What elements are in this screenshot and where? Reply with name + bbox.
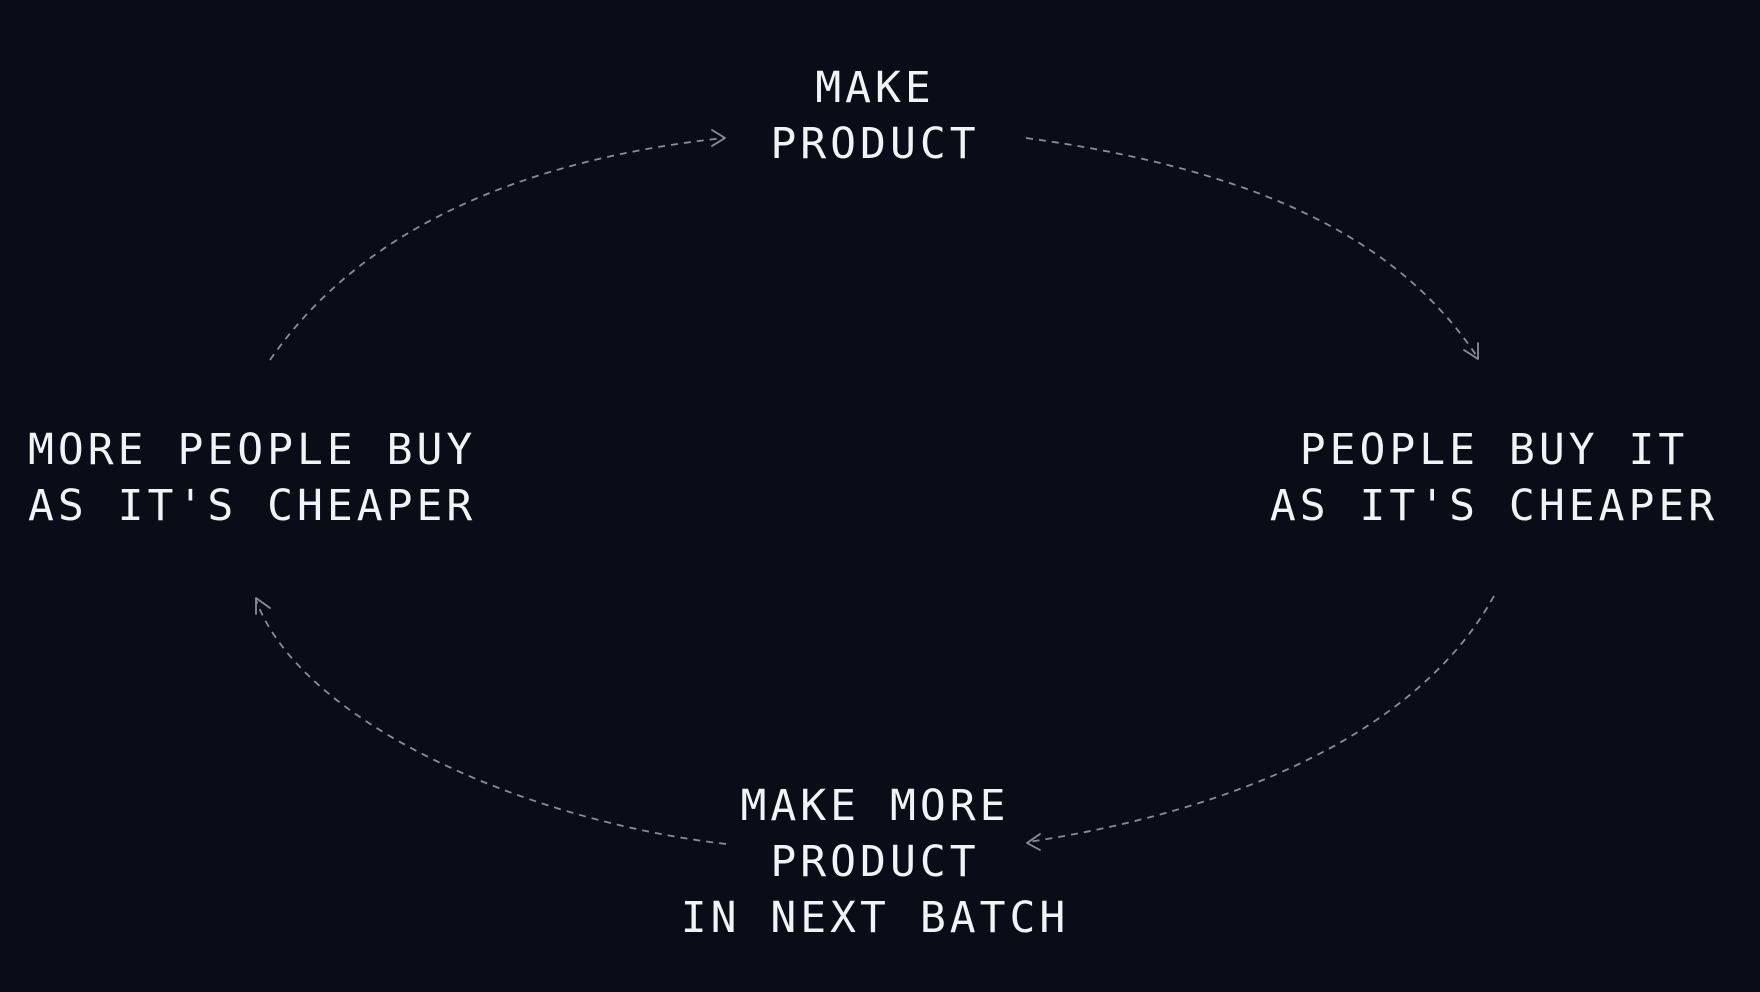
node-text: MAKE MORE [740, 781, 1010, 831]
arrow-top-to-right [1025, 137, 1479, 360]
node-people-buy-it: PEOPLE BUY IT AS IT'S CHEAPER [1254, 422, 1734, 534]
node-text: PRODUCT [770, 837, 980, 887]
arrow-left-to-top [269, 129, 726, 361]
node-text: IN NEXT BATCH [680, 893, 1070, 943]
node-text: AS IT'S CHEAPER [1269, 481, 1719, 531]
node-text: PEOPLE BUY IT [1299, 425, 1689, 475]
node-text: MORE PEOPLE BUY [28, 425, 477, 475]
node-text: AS IT'S CHEAPER [28, 481, 477, 531]
node-more-people-buy: MORE PEOPLE BUY AS IT'S CHEAPER [28, 422, 508, 534]
node-text: PRODUCT [770, 119, 980, 169]
arrow-bottom-to-left [255, 597, 727, 845]
arrow-right-to-bottom [1026, 595, 1495, 851]
node-make-more-product: MAKE MORE PRODUCT IN NEXT BATCH [635, 778, 1115, 946]
node-text: MAKE [815, 63, 935, 113]
node-make-product: MAKE PRODUCT [655, 60, 1095, 172]
